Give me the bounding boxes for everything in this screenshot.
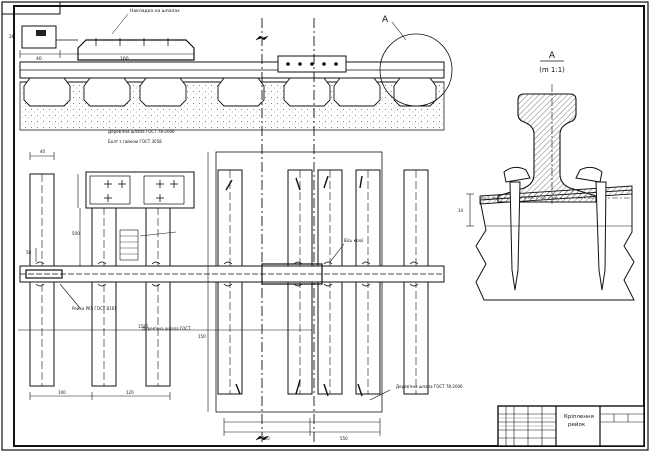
sleeper-section	[475, 189, 635, 301]
dim-label: 40	[40, 149, 46, 154]
note-label: Дерев'яна шпала ГОСТ 78-2006	[396, 384, 463, 389]
dim-label: 100	[58, 390, 66, 395]
center-axes	[261, 18, 315, 446]
dim-label: 160	[120, 56, 129, 62]
dim-label: 150	[198, 334, 206, 339]
detail-a-view: A (m 1:1) 14	[458, 51, 635, 301]
detail-callout: A	[382, 15, 389, 25]
dim-label: 40	[36, 56, 42, 62]
plan-dimensions	[18, 152, 391, 436]
dim-label: 550	[340, 436, 348, 441]
dim-label: 50	[26, 250, 32, 255]
corner-stamp	[1, 1, 61, 15]
rail-section	[497, 93, 597, 203]
note-label: Рейка Р65 ГОСТ 8161	[72, 306, 117, 311]
dim-label: 14	[458, 208, 464, 213]
dim-label: 28	[9, 34, 15, 40]
title-name-line1: Кріплення	[564, 414, 594, 420]
note-label: Дерев'яна шпала ГОСТ 78-2006	[108, 129, 175, 134]
dim-label: 1520	[138, 324, 149, 329]
plan-view	[19, 151, 445, 413]
base-plate	[85, 171, 195, 209]
cover-plate	[77, 39, 195, 61]
dim-label: 120	[126, 390, 134, 395]
title-name-line2: рейок	[568, 421, 586, 428]
note-label: Болт з гайкою ГОСТ 3058	[108, 139, 162, 144]
elevation-view: 40 160 28 Накладка на шпалах A	[9, 8, 453, 131]
title-block: Кріплення рейок	[497, 405, 645, 447]
detail-scale: (m 1:1)	[539, 66, 565, 74]
detail-letter: A	[549, 51, 556, 61]
note-label: Вісь колії	[344, 238, 364, 243]
dim-label: 300	[262, 436, 270, 441]
note-label: Дерев'яна шпала ГОСТ	[142, 326, 191, 331]
spike-left	[509, 181, 521, 291]
note-label: Накладка на шпалах	[130, 8, 180, 14]
spike-right	[595, 181, 607, 291]
dim-label: 500	[72, 231, 80, 236]
detail-circle	[379, 33, 453, 107]
inner-frame	[13, 5, 645, 447]
